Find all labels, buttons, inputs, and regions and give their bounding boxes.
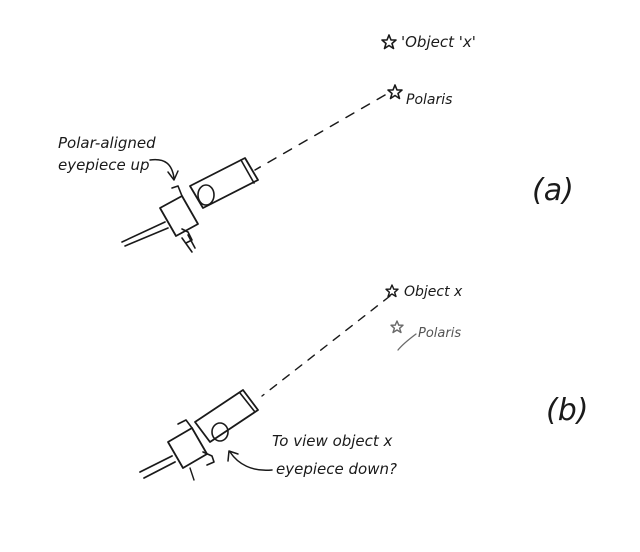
telescope-a-arrow (149, 158, 175, 179)
sight-line (254, 94, 386, 171)
object-x-star-icon (381, 34, 397, 50)
polaris-label: Polaris (406, 92, 452, 108)
telescope-b-note-line1: To view object x (272, 432, 393, 450)
telescope-a-note-line2: eyepiece up (58, 156, 150, 174)
telescope-b-note-line2: eyepiece down? (276, 460, 397, 478)
panel-b-label: (b) (546, 393, 588, 428)
panel-a-label: (a) (532, 173, 574, 208)
telescope-a-note-line1: Polar-aligned (58, 134, 156, 152)
object-x-label: Object x (404, 284, 463, 300)
telescope-b-arrow (229, 451, 273, 472)
telescope-a (121, 157, 259, 253)
telescope-b (139, 389, 259, 481)
object-x-label: 'Object 'x' (401, 33, 476, 51)
object-x-star-icon (385, 284, 399, 298)
sight-line (261, 295, 391, 397)
polaris-star-icon (387, 84, 403, 100)
panel-b: Object x Polaris To view object x eyepie… (139, 284, 588, 481)
polaris-star-icon (390, 320, 404, 334)
polaris-label: Polaris (418, 326, 461, 341)
panel-a: 'Object 'x' Polaris Polar-aligned (58, 33, 574, 253)
